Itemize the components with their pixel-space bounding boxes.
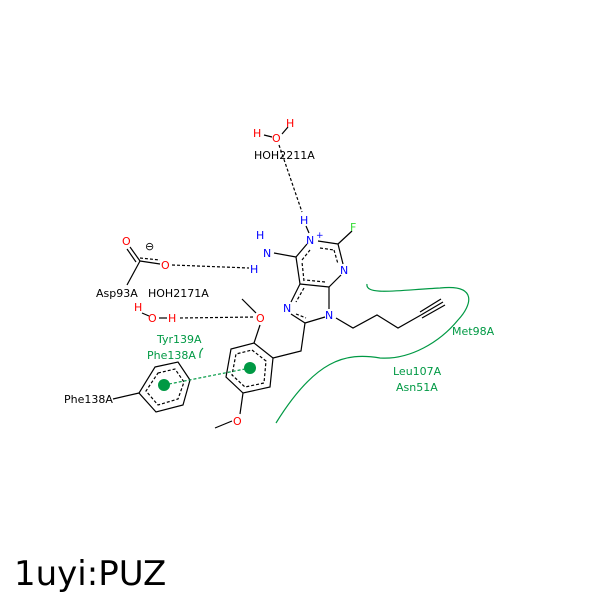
charge-minus: ⊖ <box>145 240 154 253</box>
atom-n: N <box>263 247 271 260</box>
hbond-water2 <box>179 316 256 319</box>
ring-centroid <box>158 379 170 391</box>
phe138a-ring <box>112 361 191 413</box>
bond <box>263 134 273 138</box>
atom-h: H <box>250 263 258 276</box>
atom-n-plus: N <box>306 234 314 247</box>
pi-stacking-line <box>163 367 251 386</box>
diagram-title: 1uyi:PUZ <box>14 554 166 594</box>
atom-o: O <box>122 235 131 248</box>
residue-label-phe138a: Phe138A <box>64 393 113 406</box>
residue-label-phe138a-hydrophobic: Phe138A <box>147 349 196 362</box>
atom-h: H <box>253 127 261 140</box>
hydrophobic-arc <box>199 347 204 359</box>
atom-o: O <box>233 415 242 428</box>
alkyl-chain <box>335 314 422 329</box>
residue-label-met98a: Met98A <box>452 325 495 338</box>
ring-centroid <box>244 362 256 374</box>
hbond-asp93a <box>171 264 250 269</box>
atom-o: O <box>272 132 281 145</box>
alkyne <box>419 298 446 319</box>
residue-label-leu107a: Leu107A <box>393 365 442 378</box>
hbond-water1 <box>278 144 303 213</box>
atom-h: H <box>168 312 176 325</box>
atom-o: O <box>256 312 265 325</box>
bond <box>281 126 289 135</box>
atom-f: F <box>350 221 356 234</box>
methylene-bond <box>272 322 306 359</box>
atom-n: N <box>325 309 333 322</box>
atom-o: O <box>161 259 170 272</box>
purine-core <box>273 225 353 324</box>
atom-n: N <box>340 264 348 277</box>
residue-label-hoh2171a: HOH2171A <box>148 287 209 300</box>
asp93a-carboxylate <box>126 246 161 286</box>
atom-h: H <box>300 214 308 227</box>
dimethoxyphenyl-ring <box>214 298 274 429</box>
residue-label-hoh2211a: HOH2211A <box>254 149 315 162</box>
atom-n: N <box>283 302 291 315</box>
hydrophobic-contour <box>275 283 470 424</box>
charge-plus: + <box>316 231 324 241</box>
atom-h: H <box>286 117 294 130</box>
atom-h: H <box>256 229 264 242</box>
residue-label-asn51a: Asn51A <box>396 381 438 394</box>
atom-h: H <box>134 301 142 314</box>
residue-label-asp93a: Asp93A <box>96 287 138 300</box>
atom-o: O <box>148 312 157 325</box>
residue-label-tyr139a: Tyr139A <box>156 333 202 346</box>
bond <box>141 312 150 317</box>
